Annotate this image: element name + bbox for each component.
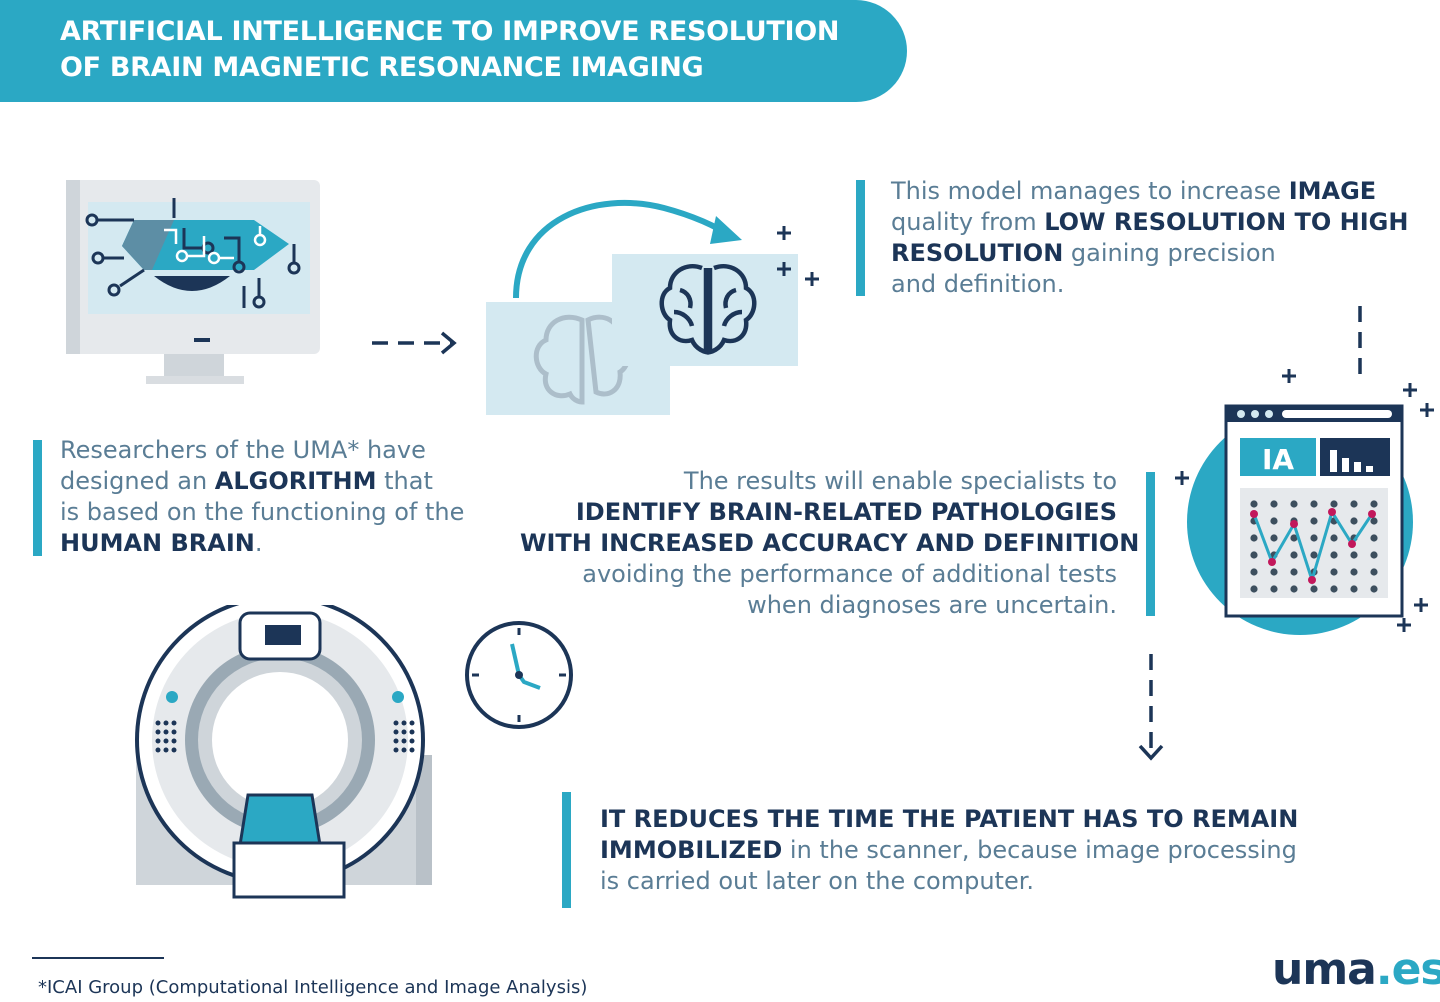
model-text: This model manages to increase bbox=[891, 177, 1289, 205]
researchers-text: designed an bbox=[60, 467, 215, 495]
model-highlight: RESOLUTION bbox=[891, 239, 1064, 267]
grid-dot bbox=[1250, 500, 1258, 508]
grid-dot bbox=[1350, 568, 1358, 576]
grid-dot bbox=[1290, 585, 1298, 593]
sparkle-plus-icons bbox=[777, 226, 819, 286]
grid-dot bbox=[1290, 551, 1298, 559]
vent-grille-icon bbox=[155, 720, 415, 753]
grid-dot bbox=[1330, 551, 1338, 559]
grid-dot bbox=[1270, 585, 1278, 593]
brain-resolution-illustration bbox=[486, 199, 819, 415]
grid-dot bbox=[1330, 500, 1338, 508]
model-description: This model manages to increase IMAGE qua… bbox=[891, 176, 1408, 300]
grid-dot bbox=[1330, 534, 1338, 542]
clock-icon bbox=[465, 621, 573, 729]
grid-dot bbox=[1250, 534, 1258, 542]
accent-bar-model bbox=[856, 180, 865, 296]
grid-dot bbox=[1250, 551, 1258, 559]
grid-dot bbox=[1250, 568, 1258, 576]
grid-dot bbox=[1370, 517, 1378, 525]
grid-dot bbox=[1330, 568, 1338, 576]
grid-dot bbox=[1310, 534, 1318, 542]
results-description: The results will enable specialists to I… bbox=[520, 466, 1140, 621]
footnote-divider bbox=[32, 957, 164, 959]
uma-logo[interactable]: uma.es bbox=[1272, 944, 1440, 995]
highlighted-points bbox=[1250, 508, 1376, 584]
results-highlight: WITH INCREASED ACCURACY AND DEFINITION bbox=[520, 529, 1140, 557]
grid-dot bbox=[1370, 585, 1378, 593]
logo-uma: uma bbox=[1272, 944, 1377, 995]
footnote: *ICAI Group (Computational Intelligence … bbox=[38, 977, 588, 998]
patient-bed bbox=[238, 793, 322, 847]
time-text: in the scanner, because image processing bbox=[782, 836, 1297, 864]
researchers-highlight: ALGORITHM bbox=[214, 467, 377, 495]
computer-monitor-illustration bbox=[66, 180, 320, 384]
sharp-brain-icon bbox=[659, 264, 757, 355]
grid-dot bbox=[1350, 551, 1358, 559]
grid-dot bbox=[1370, 500, 1378, 508]
grid-dot bbox=[1270, 534, 1278, 542]
grid-dot bbox=[1290, 500, 1298, 508]
header-banner: ARTIFICIAL INTELLIGENCE TO IMPROVE RESOL… bbox=[0, 0, 907, 102]
grid-dot bbox=[1310, 585, 1318, 593]
results-text: avoiding the performance of additional t… bbox=[582, 560, 1117, 588]
grid-dot bbox=[1350, 500, 1358, 508]
ia-label: IA bbox=[1262, 443, 1294, 476]
researchers-text: is based on the functioning of the bbox=[60, 498, 465, 526]
mri-scanner-illustration bbox=[135, 605, 432, 899]
grid-dot bbox=[1370, 551, 1378, 559]
grid-dot bbox=[1350, 517, 1358, 525]
grid-dot bbox=[1250, 585, 1258, 593]
model-highlight: IMAGE bbox=[1288, 177, 1377, 205]
accent-bar-time bbox=[562, 792, 571, 908]
sparkle-plus-icons bbox=[1175, 369, 1434, 632]
grid-dot bbox=[1270, 568, 1278, 576]
time-highlight: IT REDUCES THE TIME THE PATIENT HAS TO R… bbox=[600, 805, 1299, 833]
results-text: The results will enable specialists to bbox=[683, 467, 1117, 495]
model-text: gaining precision bbox=[1063, 239, 1276, 267]
grid-dot bbox=[1370, 568, 1378, 576]
time-text: is carried out later on the computer. bbox=[600, 867, 1035, 895]
logo-es: es bbox=[1391, 944, 1440, 995]
results-highlight: IDENTIFY BRAIN-RELATED PATHOLOGIES bbox=[575, 498, 1117, 526]
logo-dot: . bbox=[1375, 944, 1393, 995]
time-highlight: IMMOBILIZED bbox=[600, 836, 783, 864]
title-line-1: ARTIFICIAL INTELLIGENCE TO IMPROVE RESOL… bbox=[60, 16, 840, 47]
grid-dot bbox=[1310, 551, 1318, 559]
accent-bar-results bbox=[1146, 472, 1155, 616]
circuit-brain-icon bbox=[85, 198, 301, 309]
researchers-text: . bbox=[254, 529, 263, 557]
curved-arrow-icon bbox=[710, 216, 742, 244]
grid-dot bbox=[1350, 585, 1358, 593]
dashed-arrow-right bbox=[372, 331, 457, 355]
grid-dot bbox=[1310, 500, 1318, 508]
grid-dot bbox=[1270, 517, 1278, 525]
grid-dot bbox=[1310, 517, 1318, 525]
model-text: and definition. bbox=[891, 270, 1065, 298]
dashed-arrow-down bbox=[1138, 654, 1164, 761]
time-description: IT REDUCES THE TIME THE PATIENT HAS TO R… bbox=[600, 804, 1298, 897]
researchers-text: that bbox=[376, 467, 433, 495]
grid-dot bbox=[1290, 568, 1298, 576]
results-text: when diagnoses are uncertain. bbox=[747, 591, 1117, 619]
grid-dot bbox=[1370, 534, 1378, 542]
model-text: quality from bbox=[891, 208, 1045, 236]
researchers-description: Researchers of the UMA* have designed an… bbox=[60, 435, 464, 559]
grid-dot bbox=[1330, 585, 1338, 593]
researchers-text: Researchers of the UMA* have bbox=[60, 436, 426, 464]
ai-dashboard-illustration: IA bbox=[1175, 306, 1434, 635]
grid-dot bbox=[1270, 500, 1278, 508]
accent-bar-researchers bbox=[33, 440, 42, 556]
grid-dot bbox=[1290, 534, 1298, 542]
title-line-2: OF BRAIN MAGNETIC RESONANCE IMAGING bbox=[60, 52, 704, 83]
model-highlight: LOW RESOLUTION TO HIGH bbox=[1044, 208, 1409, 236]
researchers-highlight: HUMAN BRAIN bbox=[60, 529, 255, 557]
